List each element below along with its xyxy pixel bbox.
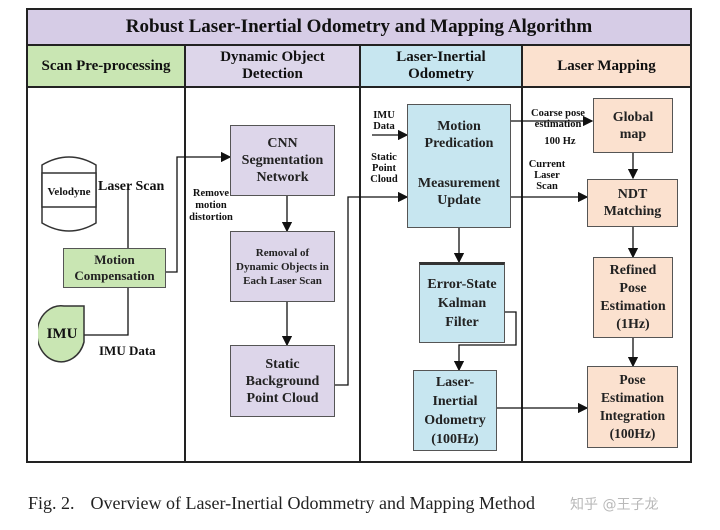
edge-motioncomp-to-cnn [166,151,232,273]
cnn-segmentation-box: CNN Segmentation Network [230,125,335,196]
column-header-dynamic-object-detection: Dynamic Object Detection [186,46,361,88]
imu-data-label: IMU Data [99,343,156,358]
imu-sensor-icon: IMU [36,304,86,364]
velodyne-sensor-icon: Velodyne [40,153,98,235]
imu-label: IMU [46,326,78,342]
coarse-pose-label: Coarse pose estimation [531,108,585,130]
static-background-box: Static Background Point Cloud [230,345,335,417]
edge-static-to-update [335,191,409,386]
velodyne-label: Velodyne [47,186,91,198]
edge-imu-to-motion-comp [84,287,129,336]
static-point-cloud-label: Static Point Cloud [370,152,398,185]
measurement-update-label: Measurement Update [417,176,501,208]
motion-compensation-box: Motion Compensation [63,248,166,288]
laser-inertial-odometry-box: Laser-Inertial Odometry (100Hz) [413,370,497,451]
ndt-matching-box: NDT Matching [587,179,678,227]
figure-number: Fig. 2. [28,493,75,513]
global-map-box: Global map [593,98,673,153]
figure-caption: Fig. 2. Overview of Laser-Inertial Odomme… [28,493,535,514]
imu-data-small-label: IMU Data [373,110,395,132]
laser-scan-label: Laser Scan [98,179,165,194]
figure-caption-text: Overview of Laser-Inertial Odommetry and… [90,493,536,513]
column-divider [359,88,361,463]
pose-estimation-integration-box: Pose Estimation Integration (100Hz) [587,366,678,448]
column-divider [521,88,523,463]
coarse-rate-label: 100 Hz [544,136,576,147]
remove-motion-distortion-label: Remove motion distortion [189,188,233,223]
motion-predication-label: Motion Predication [424,119,494,151]
refined-pose-estimation-box: Refined Pose Estimation (1Hz) [593,257,673,338]
diagram-title: Robust Laser-Inertial Odometry and Mappi… [28,10,690,46]
diagram-frame: Robust Laser-Inertial Odometry and Mappi… [26,8,692,463]
column-header-scan-preprocessing: Scan Pre-processing [28,46,186,88]
watermark: 知乎 @王子龙 [570,497,659,513]
column-divider [184,88,186,463]
current-laser-scan-label: Current Laser Scan [528,159,566,192]
edge-eskf-to-lio [453,311,517,372]
dynamic-object-removal-box: Removal of Dynamic Objects in Each Laser… [230,231,335,302]
column-header-laser-mapping: Laser Mapping [523,46,690,88]
error-state-kalman-filter-box: Error-State Kalman Filter [419,262,505,343]
column-header-laser-inertial-odometry: Laser-Inertial Odometry [361,46,523,88]
odometry-filter-box: Motion Predication Measurement Update [407,104,511,228]
